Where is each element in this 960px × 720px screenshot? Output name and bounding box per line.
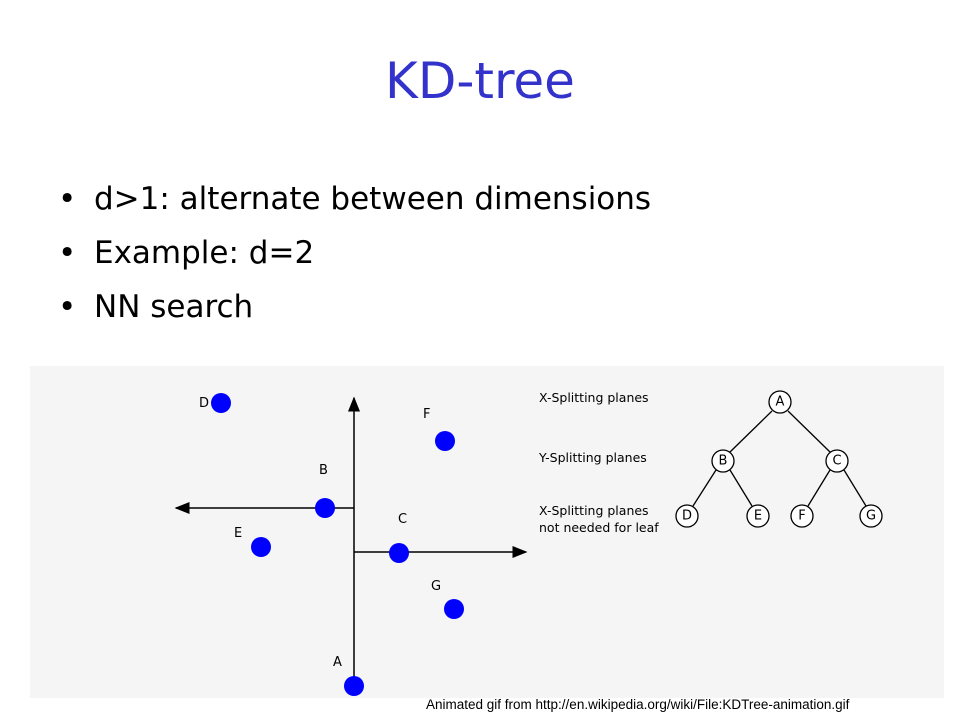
point-f xyxy=(435,431,455,451)
tree-node-d xyxy=(675,504,699,528)
legend-leaf-line2: not needed for leaf xyxy=(539,520,659,535)
tree-node-label-c: C xyxy=(832,454,841,469)
tree-edges xyxy=(692,410,867,507)
bullet-dot: • xyxy=(58,289,77,325)
tree-node-a xyxy=(768,390,792,414)
tree-node-label-d: D xyxy=(682,509,692,524)
tree-node-label-b: B xyxy=(719,454,728,469)
point-e xyxy=(251,537,271,557)
bullet-dot: • xyxy=(58,235,77,271)
bullet-dot: • xyxy=(58,181,77,217)
tree-node-label-g: G xyxy=(866,509,876,524)
tree-node-label-a: A xyxy=(776,395,785,410)
point-label-e: E xyxy=(234,526,242,541)
bullet-text: Example: d=2 xyxy=(94,235,315,271)
slide-title: KD-tree xyxy=(385,52,575,110)
point-label-c: C xyxy=(398,512,407,527)
tree-node-e xyxy=(746,504,770,528)
image-credit: Animated gif from http://en.wikipedia.or… xyxy=(426,697,850,712)
kdtree-figure: D F B E C G A X-Splitting planes Y-Split… xyxy=(30,366,944,698)
kdtree-diagram: D F B E C G A X-Splitting planes Y-Split… xyxy=(174,390,883,696)
point-c xyxy=(389,543,409,563)
point-label-g: G xyxy=(431,579,441,594)
legend-leaf-line1: X-Splitting planes xyxy=(539,503,649,518)
bullet-item: • d>1: alternate between dimensions xyxy=(58,172,651,226)
bullet-item: • NN search xyxy=(58,280,651,334)
bullet-text: d>1: alternate between dimensions xyxy=(94,181,652,217)
point-d xyxy=(211,393,231,413)
point-label-d: D xyxy=(199,396,209,411)
tree-node-label-f: F xyxy=(798,509,805,524)
point-a xyxy=(344,676,364,696)
bullet-text: NN search xyxy=(94,289,254,325)
point-label-a: A xyxy=(333,655,342,670)
tree-node-c xyxy=(825,449,849,473)
bullet-item: • Example: d=2 xyxy=(58,226,651,280)
point-label-b: B xyxy=(319,463,328,478)
point-b xyxy=(315,498,335,518)
legend-y-splitting: Y-Splitting planes xyxy=(538,450,647,465)
legend-x-splitting: X-Splitting planes xyxy=(539,390,649,405)
tree-node-g xyxy=(859,504,883,528)
tree-node-b xyxy=(711,449,735,473)
point-g xyxy=(444,599,464,619)
point-label-f: F xyxy=(423,407,430,422)
tree-node-label-e: E xyxy=(754,509,762,524)
bullet-list: • d>1: alternate between dimensions • Exam… xyxy=(58,172,651,334)
tree-node-f xyxy=(790,504,814,528)
